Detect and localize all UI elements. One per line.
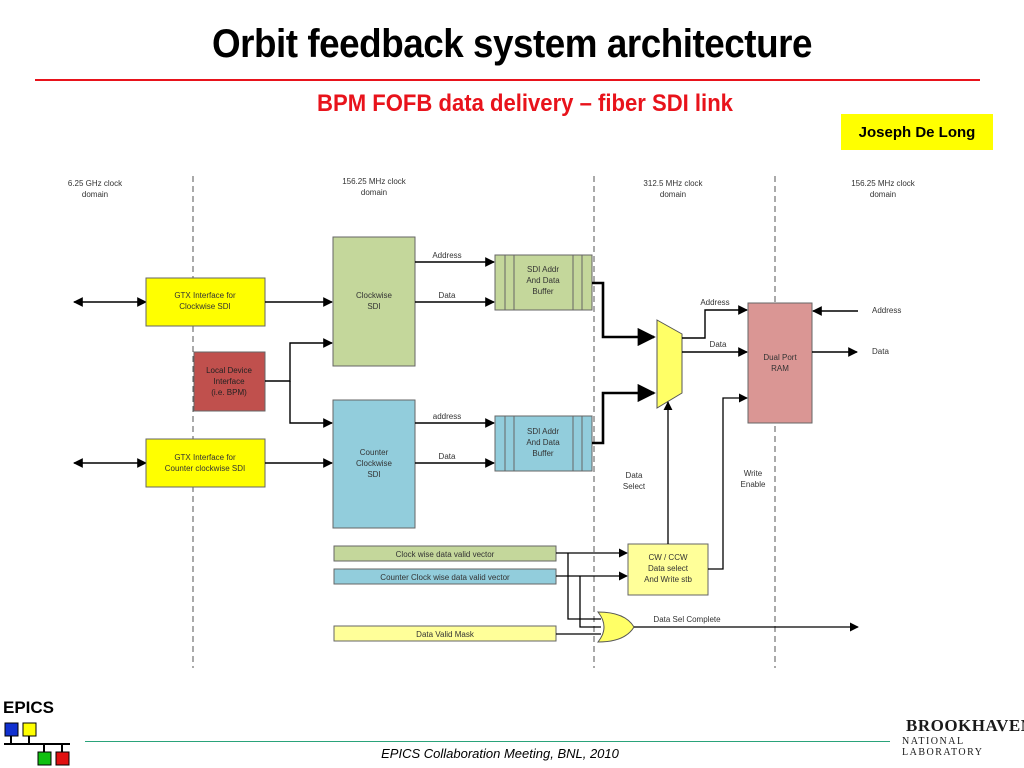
local-device-to-ccw-sdi — [289, 381, 333, 428]
ccw-address-label: address — [433, 412, 461, 421]
buffer-bottom-to-mux — [592, 383, 656, 445]
author-badge: Joseph De Long — [841, 114, 993, 150]
data-sel-complete-label: Data Sel Complete — [653, 615, 721, 624]
or-gate — [596, 611, 635, 643]
svg-text:Counter Clock wise data valid: Counter Clock wise data valid vector — [380, 573, 510, 582]
bnl-logo: BROOKHAVEN NATIONAL LABORATORY — [900, 714, 1024, 758]
bnl-logo-bottom: NATIONAL LABORATORY — [902, 736, 984, 758]
cw-valid-to-or-gate — [567, 553, 601, 620]
write-enable-arrow — [708, 393, 748, 570]
cw-valid-vector-bar: Clock wise data valid vector — [333, 545, 557, 562]
mux-address-label: Address — [700, 298, 729, 307]
cw-data-label: Data — [439, 291, 456, 300]
slide-title: Orbit feedback system architecture — [211, 22, 812, 66]
bnl-logo-top: BROOKHAVEN — [906, 716, 1024, 735]
local-device-to-cw-sdi — [265, 338, 333, 382]
ext-address-label: Address — [872, 306, 901, 315]
data-valid-mask-bar: Data Valid Mask — [333, 625, 557, 642]
cw-address-label: Address — [432, 251, 461, 260]
footer-text: EPICS Collaboration Meeting, BNL, 2010 — [381, 746, 619, 761]
data-select-mux — [656, 319, 683, 409]
slide-subtitle: BPM FOFB data delivery – fiber SDI link — [317, 90, 733, 117]
epics-logo-text: EPICS — [3, 698, 55, 717]
ccw-data-label: Data — [439, 452, 456, 461]
svg-text:Clock wise data valid vector: Clock wise data valid vector — [396, 550, 495, 559]
epics-logo-icon — [4, 722, 70, 766]
buffer-top-to-mux — [592, 281, 656, 347]
mux-data-label: Data — [710, 340, 727, 349]
ccw-valid-vector-bar: Counter Clock wise data valid vector — [333, 568, 557, 585]
title-underline — [35, 79, 980, 81]
svg-text:Data Valid Mask: Data Valid Mask — [416, 630, 475, 639]
mux-address-to-ram — [682, 305, 748, 339]
footer-rule — [85, 741, 890, 742]
ext-data-label: Data — [872, 347, 889, 356]
ccw-valid-to-or-gate — [579, 576, 601, 628]
